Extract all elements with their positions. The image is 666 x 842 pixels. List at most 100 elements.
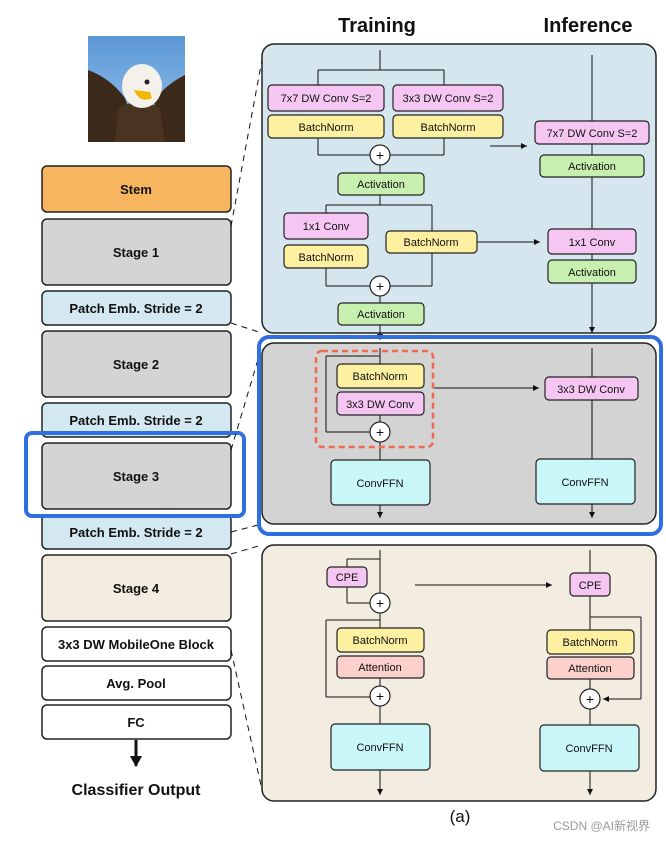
p2-ffn-label: ConvFFN	[356, 478, 403, 490]
panel-stage4-detail: CPE + BatchNorm Attention + ConvFFN CPE …	[261, 544, 657, 802]
p1-inf-conv1-label: 1x1 Conv	[569, 237, 616, 249]
connector-stem-top	[230, 59, 263, 227]
stage4-label: Stage 4	[113, 581, 160, 596]
stage3-block	[41, 442, 232, 510]
p2-inf-conv3-box	[544, 376, 639, 401]
left-stack: Stem Stage 1 Patch Emb. Stride = 2 Stage…	[24, 165, 246, 799]
p1-inf-act-b-label: Activation	[568, 267, 616, 279]
p1-add-a	[369, 144, 391, 166]
fc-label: FC	[127, 715, 145, 730]
p1-act-a-label: Activation	[357, 179, 405, 191]
p2-inf-ffn-label: ConvFFN	[561, 477, 608, 489]
p1-bn-b-label: BatchNorm	[420, 122, 475, 134]
p1-inf-conv1-box	[547, 228, 637, 255]
p1-act-b-box	[337, 302, 425, 326]
patch-emb-3-label: Patch Emb. Stride = 2	[69, 525, 202, 540]
classifier-output-label: Classifier Output	[72, 782, 202, 799]
fc-block	[41, 704, 232, 740]
p3-ffn-box	[330, 723, 431, 771]
p1-inf-act-a-label: Activation	[568, 161, 616, 173]
p3-inf-add	[579, 688, 601, 710]
p1-inf-act-a-box	[539, 154, 645, 178]
p3-inf-bn-label: BatchNorm	[562, 637, 617, 649]
connector-stage-top	[230, 345, 263, 451]
p1-conv7-label: 7x7 DW Conv S=2	[281, 93, 372, 105]
p1-add-a-sign: +	[376, 147, 384, 163]
patch-emb-1-label: Patch Emb. Stride = 2	[69, 301, 202, 316]
p2-conv3-label: 3x3 DW Conv	[346, 399, 414, 411]
p1-act-a-box	[337, 172, 425, 196]
p2-add-sign: +	[376, 424, 384, 440]
stage2-block	[41, 330, 232, 398]
p3-bn-box	[336, 627, 425, 653]
p3-add-b-sign: +	[376, 688, 384, 704]
p1-inf-conv7-box	[534, 120, 650, 145]
p1-inf-conv7-label: 7x7 DW Conv S=2	[547, 128, 638, 140]
p3-inf-cpe-box	[569, 572, 611, 597]
p1-conv1-label: 1x1 Conv	[303, 221, 350, 233]
figure-caption: (a)	[450, 807, 471, 826]
p3-inf-bn-box	[546, 629, 635, 655]
p3-inf-ffn-label: ConvFFN	[565, 743, 612, 755]
mobileone-label: 3x3 DW MobileOne Block	[58, 637, 215, 652]
connector-lines	[230, 59, 263, 791]
watermark: CSDN @AI新视界	[553, 818, 650, 833]
p2-ffn-box	[330, 459, 431, 506]
p3-attn-label: Attention	[358, 662, 401, 674]
p1-bn-c-label: BatchNorm	[298, 252, 353, 264]
stage3-label: Stage 3	[113, 469, 159, 484]
mobileone-block	[41, 626, 232, 662]
p1-conv1-box	[283, 212, 369, 240]
stage1-block	[41, 218, 232, 286]
p1-bn-c-box	[283, 244, 369, 269]
stage2-label: Stage 2	[113, 357, 159, 372]
p3-add-a	[369, 592, 391, 614]
stage3-highlight	[24, 431, 246, 518]
p2-bn-box	[336, 363, 425, 389]
p3-inf-attn-box	[546, 656, 635, 680]
p3-cpe-box	[326, 566, 368, 588]
patch-emb-2-block	[41, 402, 232, 438]
connector-stage-bottom	[230, 523, 263, 533]
patch-emb-2-label: Patch Emb. Stride = 2	[69, 413, 202, 428]
connector-stage4-top	[230, 544, 263, 555]
panel-stem-detail: 7x7 DW Conv S=2 3x3 DW Conv S=2 BatchNor…	[261, 43, 657, 340]
panel-stage-detail: BatchNorm 3x3 DW Conv + ConvFFN 3x3 DW C…	[257, 335, 663, 536]
p1-bn-d-box	[385, 230, 478, 254]
p1-conv3-box	[392, 84, 504, 112]
p3-inf-cpe-label: CPE	[579, 580, 602, 592]
stem-block	[41, 165, 232, 213]
p1-bn-b-box	[392, 114, 504, 139]
avg-pool-block	[41, 665, 232, 701]
p1-add-b-sign: +	[376, 278, 384, 294]
p1-add-b	[369, 275, 391, 297]
p3-attn-box	[336, 655, 425, 679]
p1-bn-d-label: BatchNorm	[403, 237, 458, 249]
p2-add	[369, 421, 391, 443]
stem-label: Stem	[120, 182, 152, 197]
p3-add-b	[369, 685, 391, 707]
eagle-image	[88, 36, 185, 142]
patch-emb-1-block	[41, 290, 232, 326]
stage4-block	[41, 554, 232, 622]
stage1-label: Stage 1	[113, 245, 159, 260]
connector-stem-bottom	[230, 322, 263, 334]
p3-inf-ffn-box	[539, 724, 640, 772]
p3-add-a-sign: +	[376, 595, 384, 611]
p3-cpe-label: CPE	[336, 572, 359, 584]
p1-bn-a-label: BatchNorm	[298, 122, 353, 134]
p1-conv3-label: 3x3 DW Conv S=2	[403, 93, 494, 105]
connector-stage4-bottom	[230, 649, 263, 791]
p3-bn-label: BatchNorm	[352, 635, 407, 647]
p1-inf-act-b-box	[547, 259, 637, 284]
p2-conv3-box	[336, 391, 425, 416]
p3-inf-add-sign: +	[586, 691, 594, 707]
p2-bn-label: BatchNorm	[352, 371, 407, 383]
inference-header: Inference	[544, 15, 633, 37]
panel2-highlight	[257, 335, 663, 536]
p1-conv7-box	[267, 84, 385, 112]
p1-bn-a-box	[267, 114, 385, 139]
p1-act-b-label: Activation	[357, 309, 405, 321]
p2-inf-conv3-label: 3x3 DW Conv	[557, 384, 625, 396]
